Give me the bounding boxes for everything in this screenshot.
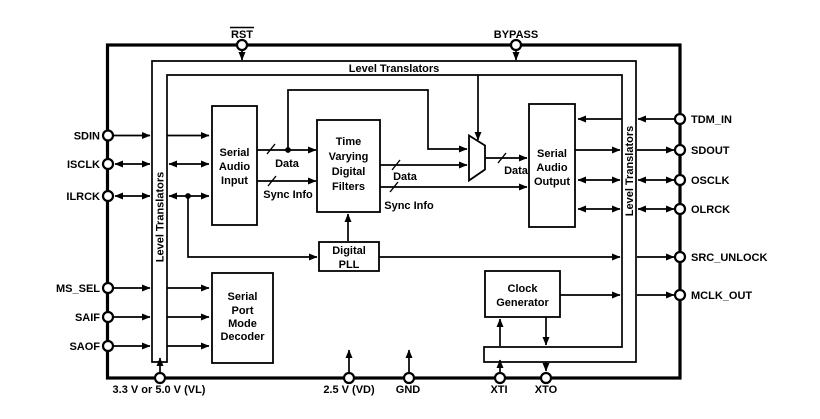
- clock-generator-box: [484, 270, 561, 318]
- spmd-line3: Mode: [228, 318, 257, 330]
- pin-vd: [342, 371, 356, 385]
- serial-audio-output-line1: Serial: [537, 148, 567, 160]
- pin-label-rst: RST: [231, 29, 253, 41]
- serial-audio-input-line2: Audio: [219, 161, 250, 173]
- tvdf-box: [316, 119, 381, 213]
- digital-pll-line2: PLL: [339, 259, 360, 271]
- label-mux-data: Data: [504, 165, 529, 177]
- level-translators-right-label: Level Translators: [624, 126, 636, 217]
- serial-audio-output-box: [528, 103, 576, 228]
- pin-saof: [101, 339, 115, 353]
- spmd-line2: Port: [232, 305, 254, 317]
- pin-sdout: [673, 143, 687, 157]
- level-translators-top-label: Level Translators: [349, 63, 440, 75]
- pin-label-bypass: BYPASS: [494, 29, 538, 41]
- tvdf-line3: Digital: [332, 166, 366, 178]
- bus-slash-sai-sync: [267, 175, 277, 187]
- pin-ms-sel: [101, 281, 115, 295]
- block-serial-port-mode-decoder: Serial Port Mode Decoder: [211, 272, 274, 364]
- data-mux: [468, 133, 486, 183]
- pin-label-olrck: OLRCK: [691, 204, 730, 216]
- pin-label-mclk-out: MCLK_OUT: [691, 290, 752, 302]
- pin-label-saof: SAOF: [69, 341, 100, 353]
- label-filter-sync: Sync Info: [384, 200, 434, 212]
- pin-label-tdm-in: TDM_IN: [691, 114, 732, 126]
- block-serial-audio-output: Serial Audio Output: [528, 103, 576, 228]
- digital-pll-line1: Digital: [332, 245, 366, 257]
- pin-rst: [235, 38, 249, 52]
- pin-ilrck: [101, 189, 115, 203]
- pin-osclk: [673, 173, 687, 187]
- spmd-line1: Serial: [228, 291, 258, 303]
- pin-label-vl: 3.3 V or 5.0 V (VL): [113, 384, 206, 396]
- block-digital-pll: Digital PLL: [318, 241, 380, 272]
- level-translators-left-label: Level Translators: [155, 172, 167, 263]
- serial-audio-input-line1: Serial: [220, 147, 250, 159]
- serial-audio-output-line3: Output: [534, 176, 570, 188]
- pin-label-saif: SAIF: [75, 312, 100, 324]
- pin-xti: [493, 371, 507, 385]
- clock-generator-line1: Clock: [508, 283, 539, 295]
- junction-data-tap: [285, 147, 291, 153]
- pin-xto: [539, 371, 553, 385]
- pin-mclk-out: [673, 288, 687, 302]
- block-serial-audio-input: Serial Audio Input: [211, 105, 258, 226]
- pin-label-sdin: SDIN: [74, 131, 100, 143]
- serial-audio-output-line2: Audio: [536, 162, 567, 174]
- pin-label-ilrck: ILRCK: [66, 191, 100, 203]
- junction-ilrck-tap: [185, 193, 191, 199]
- spmd-line4: Decoder: [220, 331, 265, 343]
- spmd-box: [211, 272, 274, 364]
- pin-src-unlock: [673, 250, 687, 264]
- pin-vl: [153, 371, 167, 385]
- pin-label-gnd: GND: [396, 384, 421, 396]
- pin-sdin: [101, 129, 115, 142]
- pin-bypass: [509, 38, 523, 52]
- bus-slash-sai-data: [266, 143, 276, 155]
- tvdf-line2: Varying: [329, 151, 369, 163]
- block-clock-generator: Clock Generator: [484, 270, 561, 318]
- pin-saif: [101, 310, 115, 324]
- pin-isclk: [101, 157, 115, 171]
- clock-generator-line2: Generator: [496, 297, 549, 309]
- tvdf-line1: Time: [336, 136, 361, 148]
- pin-gnd: [402, 371, 416, 385]
- line-bypass-data: [287, 89, 468, 153]
- pin-olrck: [673, 202, 687, 216]
- bus-slash-mux-data: [497, 152, 507, 164]
- pin-label-isclk: ISCLK: [67, 159, 100, 171]
- pin-label-sdout: SDOUT: [691, 145, 730, 157]
- tvdf-line4: Filters: [332, 181, 365, 193]
- bus-slash-filter-sync: [389, 181, 399, 193]
- pin-label-ms-sel: MS_SEL: [56, 283, 100, 295]
- serial-audio-input-box: [211, 105, 258, 226]
- pin-label-src-unlock: SRC_UNLOCK: [691, 252, 767, 264]
- label-filter-data: Data: [393, 171, 418, 183]
- line-ilrck-to-pll: [187, 196, 318, 261]
- label-sai-sync: Sync Info: [263, 189, 313, 201]
- pin-tdm-in: [673, 112, 687, 126]
- pin-label-xti: XTI: [490, 384, 507, 396]
- serial-audio-input-line3: Input: [221, 175, 248, 187]
- bus-slash-filter-data: [391, 159, 401, 171]
- pin-label-osclk: OSCLK: [691, 175, 730, 187]
- block-time-varying-digital-filters: Time Varying Digital Filters: [316, 119, 381, 213]
- pin-label-xto: XTO: [535, 384, 558, 396]
- pin-label-vd: 2.5 V (VD): [323, 384, 375, 396]
- label-sai-data: Data: [275, 158, 300, 170]
